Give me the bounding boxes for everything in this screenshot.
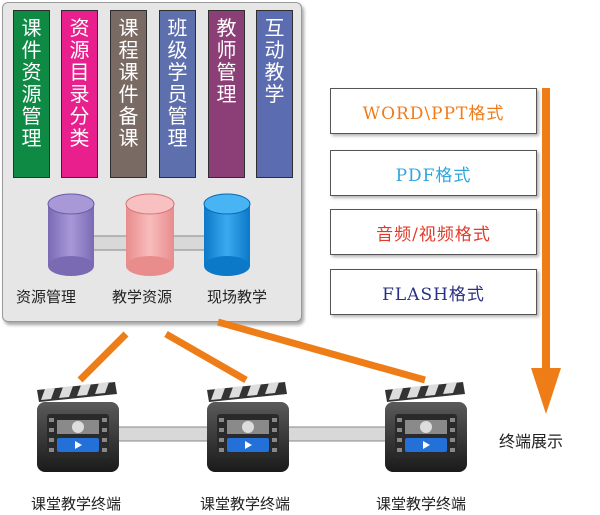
module-char: 课 xyxy=(21,16,42,40)
module-char: 资 xyxy=(21,60,42,84)
link-line-terminal-1 xyxy=(77,331,129,383)
module-char: 教 xyxy=(264,60,285,84)
format-box-flash: FLASH格式 xyxy=(330,269,537,315)
module-char: 班 xyxy=(167,16,188,40)
module-teacher-management: 教师管理 xyxy=(208,10,245,178)
module-char: 件 xyxy=(21,38,42,62)
module-char: 分 xyxy=(69,104,90,128)
link-line-terminal-3 xyxy=(217,318,426,384)
module-char: 备 xyxy=(118,104,139,128)
clapperboard-icon xyxy=(385,382,467,472)
module-char: 学 xyxy=(264,82,285,106)
module-char: 件 xyxy=(118,82,139,106)
database-cylinder-resource-management xyxy=(47,193,95,276)
module-char: 互 xyxy=(264,16,285,40)
database-cylinder-teaching-resources xyxy=(125,193,175,276)
module-char: 理 xyxy=(216,82,237,106)
terminal-label-2: 课堂教学终端 xyxy=(200,495,291,513)
display-arrow xyxy=(531,88,561,414)
database-label-resource-management: 资源管理 xyxy=(16,288,77,306)
module-char: 管 xyxy=(167,104,188,128)
module-char: 管 xyxy=(216,60,237,84)
module-interactive-teaching: 互动教学 xyxy=(256,10,293,178)
module-char: 程 xyxy=(118,38,139,62)
module-course-prep: 课程课件备课 xyxy=(110,10,147,178)
module-char: 师 xyxy=(216,38,237,62)
module-char: 课 xyxy=(118,16,139,40)
module-char: 员 xyxy=(167,82,188,106)
module-char: 课 xyxy=(118,126,139,150)
terminal-label-1: 课堂教学终端 xyxy=(31,495,122,513)
format-box-audio-video: 音频/视频格式 xyxy=(330,209,537,255)
database-label-live-teaching: 现场教学 xyxy=(207,288,268,306)
database-cylinder-live-teaching xyxy=(203,193,251,276)
terminal-label-3: 课堂教学终端 xyxy=(376,495,467,513)
module-char: 理 xyxy=(167,126,188,150)
database-label-teaching-resources: 教学资源 xyxy=(112,288,173,306)
link-line-terminal-2 xyxy=(164,330,248,384)
module-char: 类 xyxy=(69,126,90,150)
module-char: 动 xyxy=(264,38,285,62)
module-char: 学 xyxy=(167,60,188,84)
module-char: 目 xyxy=(69,60,90,84)
format-box-word-ppt: WORD\PPT格式 xyxy=(330,88,537,134)
terminal-display-label: 终端展示 xyxy=(499,432,564,451)
module-char: 管 xyxy=(21,104,42,128)
module-char: 教 xyxy=(216,16,237,40)
module-char: 源 xyxy=(69,38,90,62)
clapperboard-icon xyxy=(207,382,289,472)
module-resource-catalog: 资源目录分类 xyxy=(61,10,98,178)
module-char: 理 xyxy=(21,126,42,150)
module-courseware-management: 课件资源管理 xyxy=(13,10,50,178)
module-char: 源 xyxy=(21,82,42,106)
module-char: 录 xyxy=(69,82,90,106)
module-char: 级 xyxy=(167,38,188,62)
module-char: 课 xyxy=(118,60,139,84)
format-box-pdf: PDF格式 xyxy=(330,150,537,196)
module-char: 资 xyxy=(69,16,90,40)
module-class-student-management: 班级学员管理 xyxy=(159,10,196,178)
clapperboard-icon xyxy=(37,382,119,472)
